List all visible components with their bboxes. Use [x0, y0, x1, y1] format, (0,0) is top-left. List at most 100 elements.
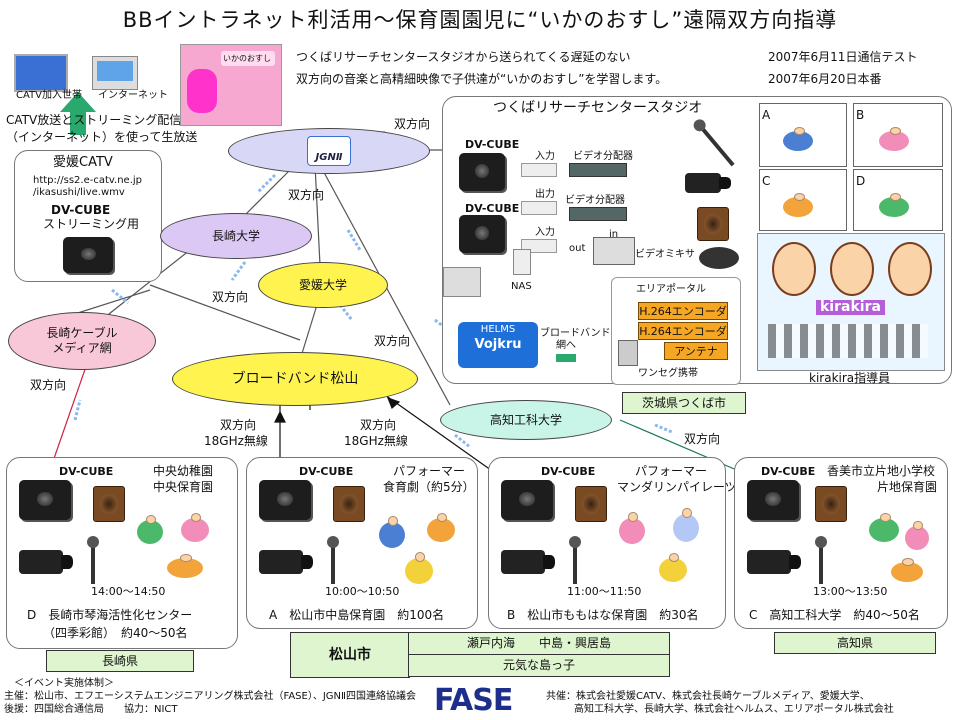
- site-a-dvcube: DV-CUBE: [299, 465, 354, 478]
- kid-icon: [619, 512, 645, 544]
- nagasaki-univ-node: 長崎大学: [160, 213, 312, 259]
- dvcube-label: DV-CUBE: [51, 203, 111, 217]
- instructor-face: [772, 242, 816, 296]
- dvcube-device: [63, 237, 113, 273]
- genki-label: 元気な島っ子: [408, 654, 670, 677]
- kid-icon: [869, 512, 899, 542]
- jgn2-node: JGNⅡ: [228, 128, 430, 174]
- card-d-letter: D: [856, 174, 866, 188]
- card-b-letter: B: [856, 108, 865, 122]
- studio-dvcube2-label: DV-CUBE: [465, 202, 520, 215]
- date-test: 2007年6月11日通信テスト: [768, 50, 918, 64]
- poster-text: いかのおすし: [221, 51, 275, 66]
- broadband-net-label1: ブロードバンド: [540, 328, 611, 339]
- studio-dvcube2: [459, 215, 505, 253]
- studio-phone: [699, 247, 739, 269]
- area-portal-label: エリアポータル: [636, 284, 706, 295]
- nagasaki-cable-label2: メディア網: [52, 341, 112, 355]
- green-arrow: [556, 354, 576, 362]
- site-d-name2: （四季彩館） 約40～50名: [43, 626, 188, 640]
- kid-icon: [137, 514, 163, 544]
- vojkru-label: Vojkru: [474, 337, 522, 352]
- kochi-tech-label: 高知工科大学: [489, 412, 562, 427]
- bidir-label-wireless-a: 双方向: [220, 418, 257, 432]
- site-c-camera: [747, 550, 801, 574]
- site-c-dvcube: DV-CUBE: [761, 465, 816, 478]
- kochi-pref-label: 高知県: [774, 632, 936, 654]
- site-b-mic: [569, 536, 581, 584]
- site-c-note1: 香美市立片地小学校: [827, 464, 936, 478]
- kid-icon: [879, 192, 909, 217]
- kid-icon: [379, 516, 405, 548]
- date-live: 2007年6月20日本番: [768, 72, 882, 86]
- internet-label: インターネット: [98, 90, 168, 101]
- pc-icon: [92, 56, 138, 90]
- bidir-label-jgn-down: 双方向: [288, 188, 325, 202]
- site-a-speaker: [333, 486, 365, 522]
- footer-heading: ＜イベント実施体制＞: [14, 678, 114, 689]
- setonaikai-label: 瀬戸内海 中島・興居島: [408, 632, 670, 655]
- site-b-device: [501, 480, 553, 520]
- site-box-b: DV-CUBE パフォーマー マンダリンパイレーツ 11:00～11:50 B …: [488, 457, 737, 629]
- video-dist2-label: ビデオ分配器: [565, 195, 625, 206]
- site-d-device: [19, 480, 71, 520]
- kid-icon: [783, 192, 813, 217]
- oneseg-phone: [618, 340, 638, 366]
- ehime-catv-box: 愛媛CATV http://ss2.e-catv.ne.jp /ikasushi…: [14, 150, 162, 282]
- site-a-mic: [327, 536, 339, 584]
- nas-device: [513, 249, 531, 275]
- footer-support: 後援：四国総合通信局 協力：NICT: [4, 704, 178, 715]
- site-b-note2: マンダリンパイレーツ: [617, 480, 737, 494]
- site-c-time: 13:00～13:50: [813, 585, 888, 598]
- studio-mic: [699, 125, 735, 167]
- broadcast-line2: （インターネット）を使って生放送: [6, 130, 198, 144]
- site-c-mic: [815, 536, 827, 584]
- helms-label: HELMS: [480, 324, 516, 335]
- converter1: [521, 163, 557, 177]
- ikanoosushi-poster: いかのおすし: [180, 44, 282, 126]
- kid-icon: [659, 552, 687, 582]
- mixer-in-label: in: [609, 229, 619, 240]
- kirakira-instructor-label: kirakira指導員: [809, 371, 891, 385]
- site-d-dvcube: DV-CUBE: [59, 465, 114, 478]
- kid-icon: [905, 520, 929, 550]
- site-c-device: [747, 480, 799, 520]
- broadcast-line1: CATV放送とストリーミング配信: [6, 113, 182, 127]
- nagasaki-pref-label: 長崎県: [46, 650, 194, 672]
- card-a-letter: A: [762, 108, 771, 122]
- matsuyama-city-label: 松山市: [290, 632, 410, 678]
- studio-title: つくばリサーチセンタースタジオ: [493, 100, 703, 116]
- site-a-time: 10:00～10:50: [325, 585, 400, 598]
- streaming-label: ストリーミング用: [43, 217, 140, 231]
- site-d-time: 14:00～14:50: [91, 585, 166, 598]
- video-distributor2: [569, 207, 627, 221]
- catv-subscriber-label: CATV加入世帯: [16, 90, 82, 101]
- tv-icon: [14, 54, 68, 92]
- jgn2-logo: JGNⅡ: [307, 136, 351, 166]
- site-b-note1: パフォーマー: [635, 464, 708, 478]
- wireless-label-a: 18GHz無線: [204, 434, 268, 448]
- footer-cohost1: 共催：株式会社愛媛CATV、株式会社長崎ケーブルメディア、愛媛大学、: [546, 691, 870, 702]
- fase-logo: FASE: [434, 683, 513, 718]
- kirakira-image: kirakira: [757, 233, 945, 371]
- site-c-speaker: [815, 486, 847, 522]
- site-a-note2: 食育劇（約5分）: [383, 480, 475, 494]
- kid-icon: [405, 552, 433, 584]
- site-d-speaker: [93, 486, 125, 522]
- laptop: [443, 267, 481, 297]
- footer-cohost2: 高知工科大学、長崎大学、株式会社ヘルムス、エリアポータル株式会社: [574, 704, 894, 715]
- site-d-note1: 中央幼稚園: [153, 464, 214, 478]
- bidir-label-kochi: 双方向: [684, 432, 721, 446]
- site-a-camera: [259, 550, 313, 574]
- converter2: [521, 201, 557, 215]
- kid-icon: [427, 512, 455, 542]
- site-box-a: DV-CUBE パフォーマー 食育劇（約5分） 10:00～10:50 A 松山…: [246, 457, 478, 629]
- bidir-label-jgn-studio: 双方向: [394, 117, 431, 131]
- page-title: BBイントラネット利活用～保育園園児に“いかのおすし”遠隔双方向指導: [122, 8, 838, 32]
- bidir-label-nagasaki: 双方向: [212, 290, 249, 304]
- studio-speaker: [697, 207, 729, 241]
- nagasaki-univ-label: 長崎大学: [211, 228, 260, 243]
- site-a-note1: パフォーマー: [393, 464, 466, 478]
- output-label: 出力: [535, 189, 555, 200]
- site-c-name: C 高知工科大学 約40～50名: [749, 608, 920, 622]
